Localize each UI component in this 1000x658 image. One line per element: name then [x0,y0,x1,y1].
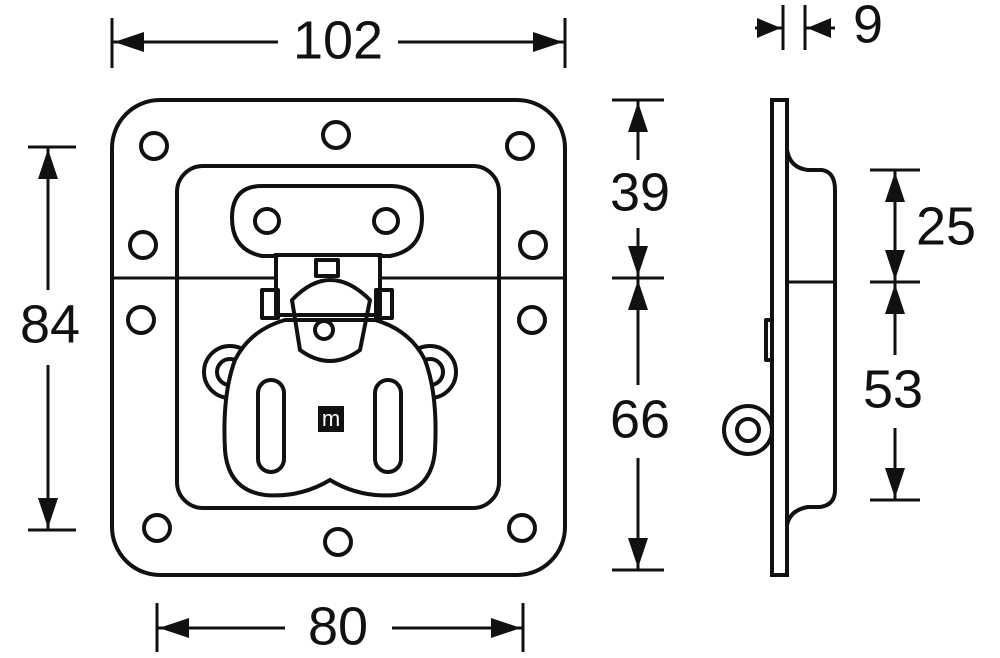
outer-plate [110,98,567,577]
dim-recess-upper: 25 [916,196,976,256]
dim-width-overall: 102 [293,10,383,70]
side-view [722,98,837,577]
left-slot [256,378,286,474]
recess [175,164,501,510]
mounting-holes [126,120,548,557]
dim-depth: 9 [853,0,883,54]
logo-text: m [322,406,340,431]
latch-cam [290,278,372,363]
front-view: m [110,98,567,577]
dimension-labels: 102 9 84 39 66 25 53 80 [20,0,976,656]
plate-profile [770,98,789,577]
dim-hole-spacing: 80 [308,596,368,656]
dim-recess-lower: 53 [863,359,923,419]
keeper-plate [229,184,425,258]
dim-lower-height: 66 [610,389,670,449]
right-slot [373,378,403,474]
dimension-lines [28,5,920,652]
logo-icon [318,406,344,432]
dim-upper-height: 39 [610,162,670,222]
recess-profile [785,149,837,526]
dim-height-overall: 84 [20,294,80,354]
